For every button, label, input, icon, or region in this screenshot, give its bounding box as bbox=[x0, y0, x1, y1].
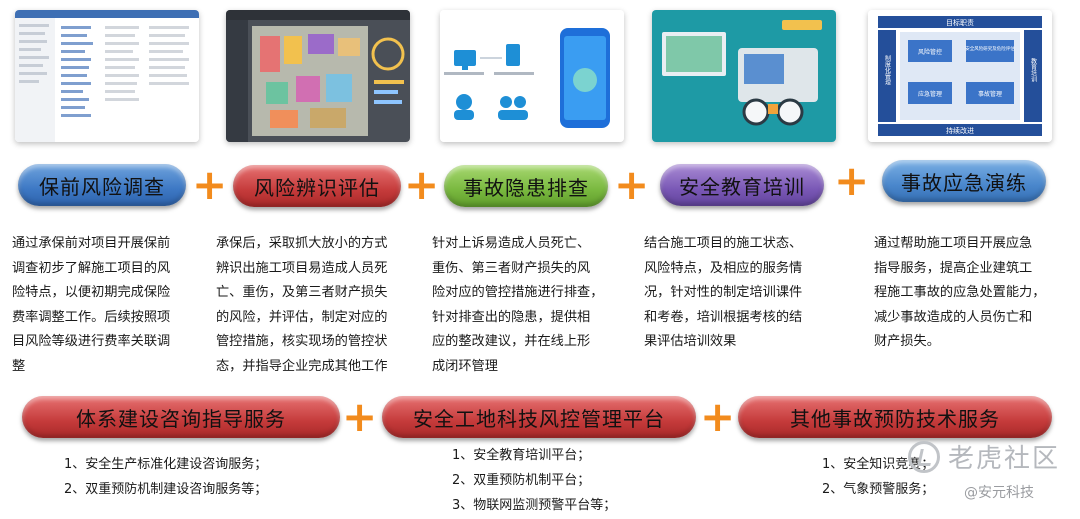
plus-icon: + bbox=[614, 160, 650, 209]
watermark: 老虎社区 bbox=[908, 438, 1060, 475]
pill-other-prevention: 其他事故预防技术服务 bbox=[738, 396, 1052, 438]
risk-survey-table-image bbox=[15, 10, 199, 142]
description-hazard-inspection: 针对上诉易造成人员死亡、 重伤、第三者财产损失的风 险对应的管控措施进行排查， … bbox=[432, 236, 604, 374]
pill-risk-survey: 保前风险调查 bbox=[18, 164, 186, 206]
pill-hazard-inspection: 事故隐患排查 bbox=[444, 165, 608, 207]
thumbnail-training-device bbox=[652, 10, 836, 142]
plus-icon: + bbox=[192, 160, 228, 209]
plus-icon: + bbox=[834, 156, 870, 205]
pill-risk-assessment: 风险辨识评估 bbox=[233, 165, 401, 207]
list-other-prevention: 1、安全知识竞赛； 2、气象预警服务； bbox=[822, 452, 934, 502]
pill-emergency-drill: 事故应急演练 bbox=[882, 160, 1046, 202]
list-item: 1、安全教育培训平台； bbox=[452, 448, 591, 463]
plus-icon: + bbox=[404, 160, 440, 209]
pill-safety-training: 安全教育培训 bbox=[660, 164, 824, 206]
watermark-text: 老虎社区 bbox=[948, 444, 1061, 474]
flowchart-label-accident: 事故管理 bbox=[978, 90, 1002, 98]
thumbnail-emergency-flowchart: 目标职责 制度化管理 教育培训 风险管控 安全风险研究及危险评估 应急管理 事故… bbox=[868, 10, 1052, 142]
hazard-inspection-app-image bbox=[440, 10, 624, 142]
flowchart-label-left: 制度化管理 bbox=[884, 54, 891, 85]
thumbnail-hazard-app bbox=[440, 10, 624, 142]
description-risk-assessment: 承保后，采取抓大放小的方式 辨识出施工项目易造成人员死 亡、重伤，及第三者财产损… bbox=[216, 236, 388, 374]
list-item: 2、双重预防机制建设咨询服务等； bbox=[64, 482, 268, 497]
watermark-sub: @安元科技 bbox=[964, 485, 1034, 501]
list-tech-risk-platform: 1、安全教育培训平台； 2、双重预防机制平台； 3、物联网监测预警平台等； bbox=[452, 443, 616, 518]
list-item: 3、物联网监测预警平台等； bbox=[452, 498, 617, 513]
watermark-logo-icon bbox=[908, 440, 940, 473]
list-item: 1、安全生产标准化建设咨询服务； bbox=[64, 457, 268, 472]
list-item: 2、双重预防机制平台； bbox=[452, 473, 591, 488]
flowchart-label-top: 目标职责 bbox=[946, 18, 974, 27]
description-safety-training: 结合施工项目的施工状态、 风险特点，及相应的服务情 况，针对性的制定培训课件 和… bbox=[644, 236, 803, 349]
list-item: 1、安全知识竞赛； bbox=[822, 457, 935, 472]
list-system-consulting: 1、安全生产标准化建设咨询服务； 2、双重预防机制建设咨询服务等； bbox=[64, 452, 267, 502]
pill-tech-risk-platform: 安全工地科技风控管理平台 bbox=[382, 396, 696, 438]
plus-icon: + bbox=[700, 392, 736, 441]
pill-system-consulting: 体系建设咨询指导服务 bbox=[22, 396, 340, 438]
plus-icon: + bbox=[342, 392, 378, 441]
thumbnail-site-plan bbox=[226, 10, 410, 142]
flowchart-label-right: 教育培训 bbox=[1030, 57, 1037, 83]
description-risk-survey: 通过承保前对项目开展保前 调查初步了解施工项目的风 险特点，以便初期完成保险 费… bbox=[12, 236, 171, 374]
description-emergency-drill: 通过帮助施工项目开展应急 指导服务，提高企业建筑工 程施工事故的应急处置能力， … bbox=[874, 236, 1046, 349]
flowchart-label-research: 安全风险研究及危险评估 bbox=[965, 45, 1015, 52]
flowchart-label-bottom: 持续改进 bbox=[946, 126, 974, 135]
list-item: 2、气象预警服务； bbox=[822, 482, 935, 497]
site-plan-risk-map-image bbox=[226, 10, 410, 142]
emergency-drill-flowchart-image: 目标职责 制度化管理 教育培训 风险管控 安全风险研究及危险评估 应急管理 事故… bbox=[868, 10, 1052, 142]
flowchart-label-risk: 风险管控 bbox=[918, 48, 942, 56]
flowchart-label-emergency: 应急管理 bbox=[918, 90, 942, 98]
thumbnail-risk-survey bbox=[15, 10, 199, 142]
safety-training-device-image bbox=[652, 10, 836, 142]
